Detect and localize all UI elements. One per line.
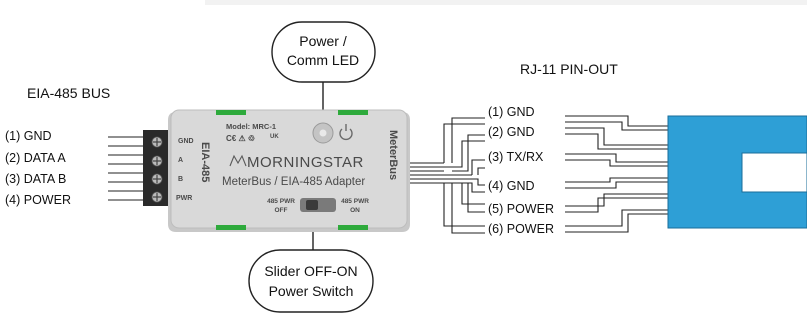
rj11-pin-labels: (1) GND (2) GND (3) TX/RX (4) GND (5) PO…	[488, 105, 554, 236]
switch-off-label-1: 485 PWR	[267, 198, 295, 205]
slider-switch-knob	[306, 200, 318, 210]
bus-pin-2: (2) DATA A	[5, 151, 66, 165]
green-tab-bottom-right	[338, 225, 368, 230]
morningstar-logo-icon	[229, 154, 247, 167]
brand-text: MORNINGSTAR	[247, 154, 364, 171]
power-symbol-icon	[339, 124, 353, 141]
terminal-block	[143, 130, 171, 206]
rj11-wires	[410, 115, 668, 234]
switch-on-label-1: 485 PWR	[341, 198, 369, 205]
green-tab-bottom-left	[216, 225, 246, 230]
rj11-pin-5: (5) POWER	[488, 202, 554, 216]
switch-on-label-2: ON	[350, 207, 360, 214]
switch-callout-line1: Slider OFF-ON	[264, 263, 357, 279]
ukca-mark-icon: UK	[270, 134, 279, 140]
rj11-pin-4: (4) GND	[488, 179, 535, 193]
switch-callout-line2: Power Switch	[269, 283, 354, 299]
green-tab-top-right	[338, 110, 368, 115]
rj11-pin-6: (6) POWER	[488, 222, 554, 236]
term-label-a: A	[178, 157, 183, 164]
term-label-gnd: GND	[178, 138, 194, 145]
rj11-pin-1: (1) GND	[488, 105, 535, 119]
bus-pin-1: (1) GND	[5, 129, 52, 143]
bus-wires	[108, 136, 148, 201]
top-strip	[205, 0, 807, 5]
side-label-meterbus: MeterBus	[387, 130, 399, 180]
rj11-pin-3: (3) TX/RX	[488, 150, 544, 164]
green-tab-top-left	[216, 110, 246, 115]
bus-header: EIA-485 BUS	[27, 85, 110, 101]
side-label-eia485: EIA-485	[199, 142, 211, 182]
switch-off-label-2: OFF	[275, 207, 288, 214]
product-text: MeterBus / EIA-485 Adapter	[222, 176, 365, 188]
term-label-pwr: PWR	[176, 195, 192, 202]
term-label-b: B	[178, 176, 183, 183]
rj11-connector	[667, 115, 807, 229]
bus-pin-3: (3) DATA B	[5, 172, 66, 186]
model-text: Model: MRC-1	[226, 122, 276, 131]
ce-mark-icon: C€ ⚠ ♲	[226, 134, 255, 143]
bus-pin-4: (4) POWER	[5, 193, 71, 207]
rj11-pin-2: (2) GND	[488, 125, 535, 139]
led-callout: Power / Comm LED	[271, 21, 376, 124]
rj11-header: RJ-11 PIN-OUT	[520, 61, 618, 77]
led-callout-line2: Comm LED	[287, 52, 359, 68]
adapter-device: GND A B PWR EIA-485 MeterBus Model: MRC-…	[168, 109, 410, 232]
led-callout-line1: Power /	[299, 33, 347, 49]
bus-pin-labels: (1) GND (2) DATA A (3) DATA B (4) POWER	[5, 129, 71, 207]
